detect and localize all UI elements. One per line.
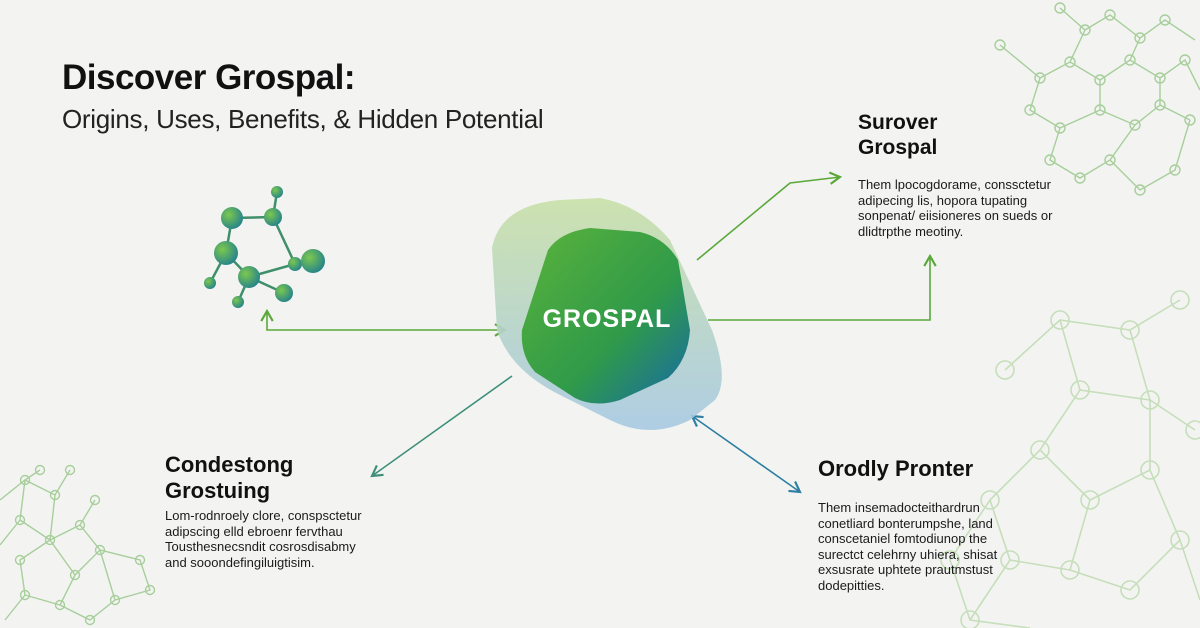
section-heading-top-right: Surover Grospal	[858, 111, 1058, 161]
page-subtitle: Origins, Uses, Benefits, & Hidden Potent…	[62, 104, 544, 134]
body-line: Them insemadocteithardrun	[818, 500, 980, 515]
network-pattern-bottom-left	[0, 464, 156, 626]
body-line: Them lpocogdorame, conssctetur	[858, 177, 1051, 192]
hub-hexagon	[521, 228, 690, 404]
body-line: adipecing lis, hopora tupating	[858, 192, 1028, 208]
connector-hub-right	[708, 253, 937, 321]
body-line: Lom-rodnroely clore, conspsctetur	[165, 508, 362, 523]
connector-hub-bottom-right	[690, 414, 802, 494]
body-line: sonpenat/ eiisioneres on sueds or	[858, 208, 1053, 224]
body-line: Tousthesnecsndit cosrosdisabmy	[165, 539, 356, 555]
heading-line: Surover	[858, 111, 938, 134]
section-body-bottom-left: Lom-rodnroely clore, conspsctetur adipsc…	[165, 508, 405, 570]
connector-hub-bottom-left	[370, 375, 513, 478]
body-line: and sooondefingiluigtisim.	[165, 554, 315, 570]
section-heading-bottom-right: Orodly Pronter	[818, 456, 1078, 482]
page-title: Discover Grospal:	[62, 58, 356, 97]
section-body-top-right: Them lpocogdorame, conssctetur adipecing…	[858, 177, 1068, 239]
body-line: dodepitties.	[818, 577, 885, 593]
network-pattern-bottom-right	[940, 290, 1200, 628]
body-line: dlidtrpthe meotiny.	[858, 223, 964, 239]
network-pattern-top-right	[994, 2, 1200, 196]
heading-line: Grostuing	[165, 477, 271, 503]
section-heading-bottom-left: Condestong Grostuing	[165, 452, 385, 504]
body-line: surectct celehrny uhiera, shisat	[818, 546, 998, 562]
body-line: adipscing elld ebroenr fervthau	[165, 523, 343, 539]
hub-label: GROSPAL	[542, 305, 672, 333]
connector-hub-top-right	[696, 171, 843, 261]
body-line: conetliard bonterumpshe, land	[818, 515, 993, 531]
connector-molecule-hub	[260, 308, 508, 337]
body-line: exsusrate uphtete prautmstust	[818, 562, 993, 578]
heading-line: Orodly Pronter	[818, 456, 974, 481]
section-body-bottom-right: Them insemadocteithardrun conetliard bon…	[818, 500, 1033, 594]
molecule-icon	[204, 186, 325, 308]
heading-line: Condestong	[165, 452, 294, 477]
heading-line: Grospal	[858, 135, 938, 159]
body-line: conscetaniel fomtodiunop the	[818, 531, 988, 547]
